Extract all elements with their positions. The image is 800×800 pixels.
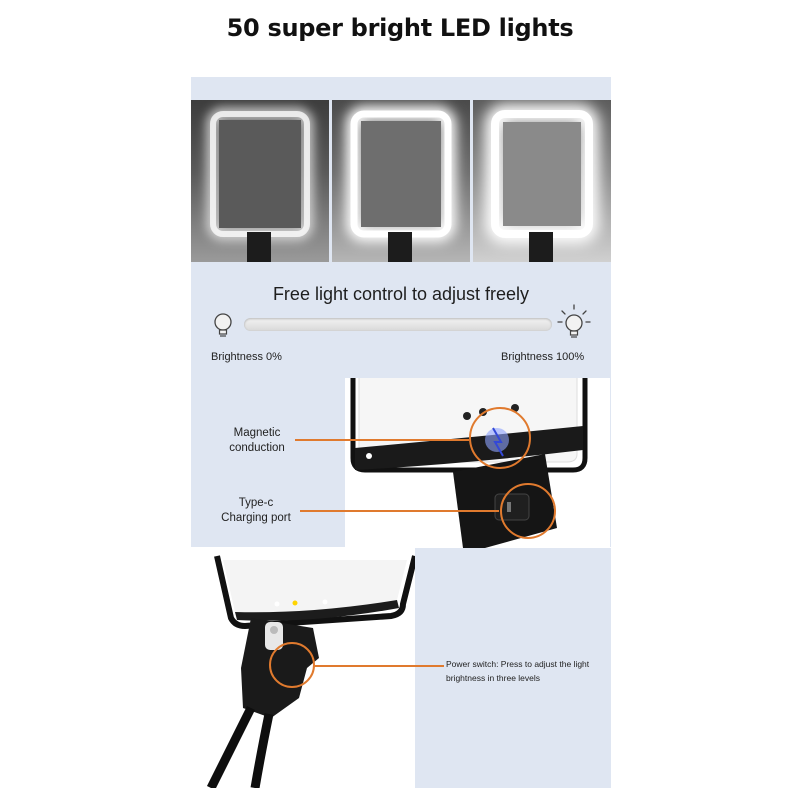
typec-label-line2: Charging port: [221, 512, 291, 524]
typec-label-line1: Type-c: [238, 497, 274, 509]
power-switch-photo: [191, 548, 415, 788]
power-switch-highlight-ring: [267, 640, 317, 690]
bulb-on-icon: [556, 303, 592, 341]
info-panel-bottom: [415, 548, 611, 788]
bulb-off-icon: [210, 311, 236, 339]
typec-port-label: Type-c Charging port: [210, 496, 302, 526]
magnetic-conduction-label: Magnetic conduction: [214, 426, 300, 456]
power-label-line1: Power switch: Press to adjust the light: [446, 659, 590, 669]
port-highlight-ring: [498, 481, 558, 541]
lamp-photo-high: [473, 100, 611, 262]
magnetic-label-line1: Magnetic: [233, 427, 281, 439]
brightness-slider[interactable]: [244, 318, 552, 331]
power-switch-label: Power switch: Press to adjust the light …: [446, 657, 616, 685]
lamp-photo-medium: [332, 100, 470, 262]
magnetic-leader-line: [295, 439, 469, 441]
page-title: 50 super bright LED lights: [226, 14, 574, 42]
power-switch-leader-line: [314, 665, 444, 667]
lamp-photo-low: [191, 100, 329, 262]
magnetic-label-line2: conduction: [229, 442, 285, 454]
power-label-line2: brightness in three levels: [446, 673, 541, 683]
brightness-min-label: Brightness 0%: [211, 351, 282, 363]
magnet-highlight-ring: [467, 405, 533, 471]
typec-leader-line: [300, 510, 499, 512]
magnetic-charging-photo: [345, 378, 610, 548]
slider-heading: Free light control to adjust freely: [272, 284, 530, 304]
brightness-max-label: Brightness 100%: [501, 351, 585, 363]
